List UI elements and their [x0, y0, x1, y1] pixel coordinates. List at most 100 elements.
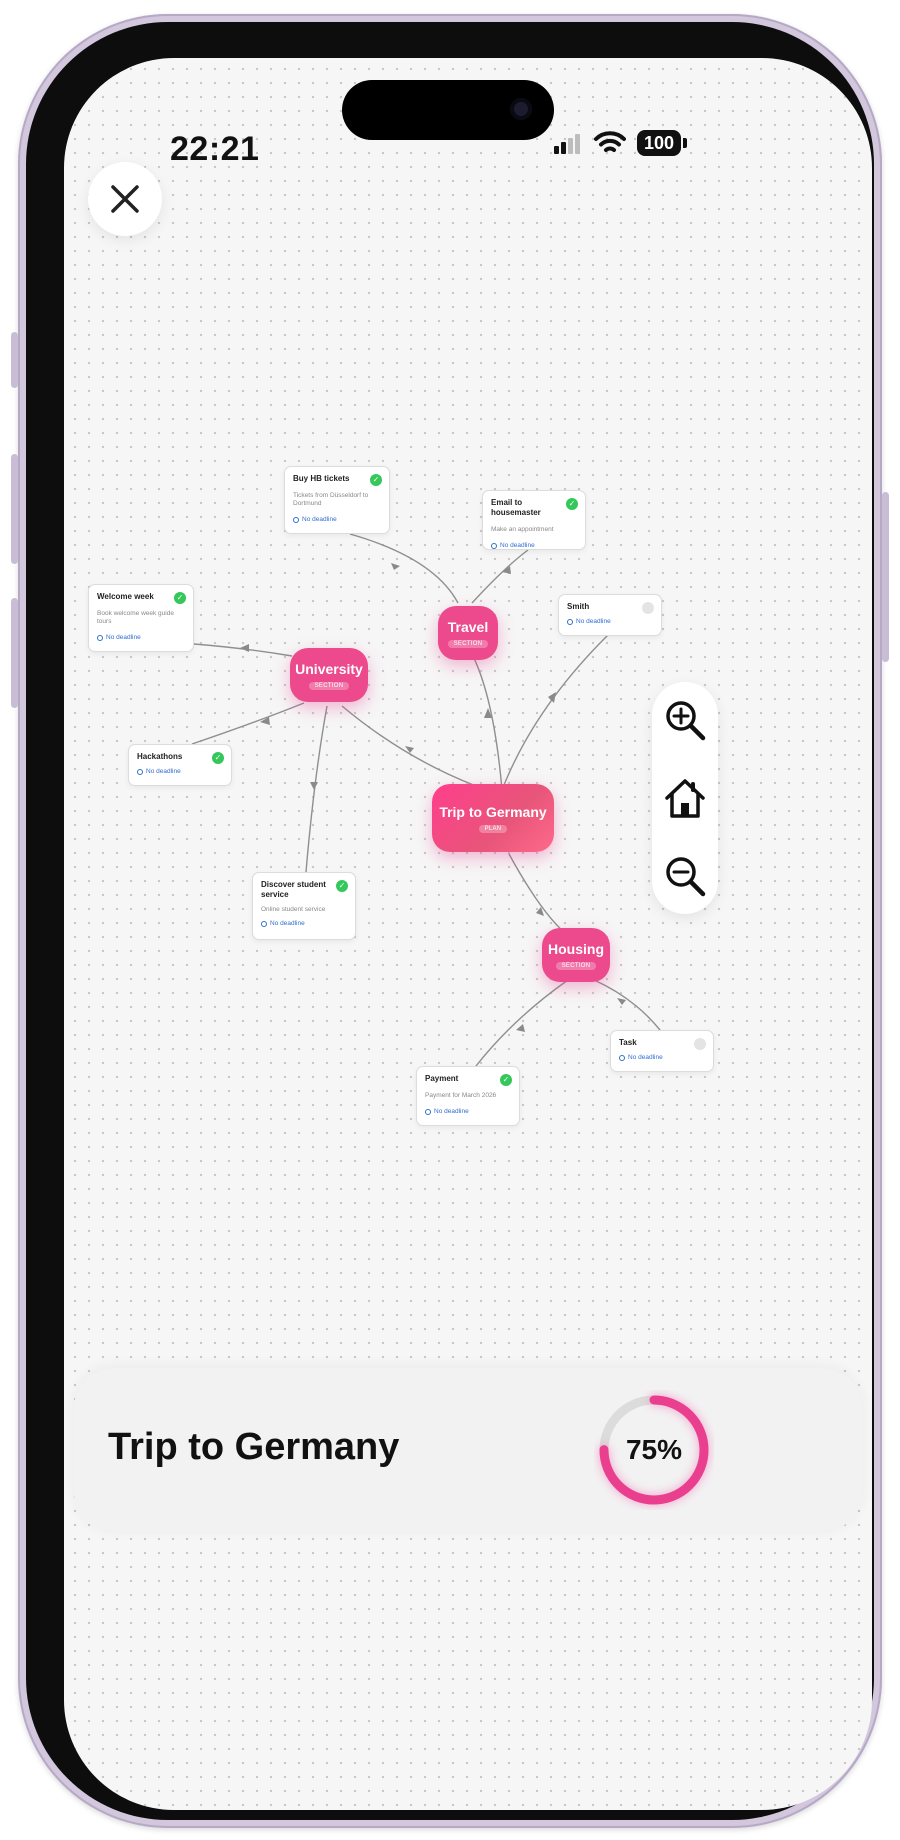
volume-up-button [11, 454, 18, 564]
task-deadline-text: No deadline [500, 542, 535, 549]
node-root[interactable]: Trip to Germany PLAN [432, 784, 554, 852]
node-root-tag: PLAN [478, 824, 508, 833]
progress-fill [599, 1395, 709, 1505]
task-title: Task [619, 1038, 637, 1047]
connection-lines [191, 533, 661, 1067]
edge-root-university [341, 705, 477, 787]
cellular-signal-icon [554, 134, 580, 154]
node-travel[interactable]: Travel SECTION [438, 606, 498, 660]
task-card-task[interactable]: Task No deadline [610, 1030, 714, 1072]
task-deadline: No deadline [293, 516, 381, 523]
edge-university-welcome [193, 643, 293, 657]
task-title: Smith [567, 602, 590, 611]
edge-university-student [305, 705, 328, 873]
map-title: Trip to Germany [108, 1426, 400, 1468]
arrow-head [502, 566, 511, 574]
arrow-head [240, 644, 249, 652]
home-icon [665, 779, 705, 818]
task-title: Welcome week [97, 592, 154, 601]
task-title: Payment [425, 1074, 459, 1083]
zoom-in-icon [666, 701, 706, 741]
task-title: Hackathons [137, 752, 183, 761]
arrow-head [260, 717, 270, 725]
clock-icon [425, 1108, 431, 1115]
pending-status-icon[interactable] [694, 1038, 706, 1050]
task-deadline-text: No deadline [576, 618, 611, 625]
node-travel-tag: SECTION [447, 639, 489, 648]
wifi-icon [594, 131, 626, 152]
status-time: 22:21 [170, 130, 260, 168]
bottom-summary-bar: Trip to Germany 75% [74, 1368, 862, 1532]
arrow-head [516, 1024, 525, 1032]
check-icon[interactable]: ✓ [336, 880, 348, 892]
phone-frame: 22:21 100 [11, 14, 889, 1828]
edge-housing-payment [475, 979, 569, 1067]
task-card-payment[interactable]: Payment Payment for March 2026 No deadli… [416, 1066, 520, 1126]
zoom-out-button[interactable] [661, 852, 709, 900]
task-card-email-housemaster[interactable]: Email to housemaster Make an appointment… [482, 490, 586, 550]
action-button [11, 332, 18, 388]
edge-root-smith [501, 633, 610, 791]
node-university[interactable]: University SECTION [290, 648, 368, 702]
pending-status-icon[interactable] [642, 602, 654, 614]
progress-percent: 75% [625, 1434, 683, 1465]
task-deadline: No deadline [97, 634, 185, 641]
arrow-head [405, 746, 414, 753]
task-deadline: No deadline [567, 618, 653, 625]
check-icon[interactable]: ✓ [174, 592, 186, 604]
check-icon[interactable]: ✓ [212, 752, 224, 764]
task-deadline: No deadline [619, 1054, 705, 1061]
close-button[interactable] [88, 162, 162, 236]
clock-icon [619, 1054, 625, 1061]
edge-travel-email [471, 549, 529, 604]
task-description: Payment for March 2026 [425, 1092, 497, 1099]
arrow-head [617, 998, 626, 1005]
power-button [882, 492, 889, 662]
task-title: Buy HB tickets [293, 474, 350, 483]
dynamic-island [342, 80, 554, 140]
task-deadline-text: No deadline [270, 920, 305, 927]
task-deadline: No deadline [425, 1108, 511, 1115]
task-deadline-text: No deadline [434, 1108, 469, 1115]
clock-icon [137, 768, 143, 775]
task-card-buy-hb-tickets[interactable]: Buy HB tickets Tickets from Düsseldorf t… [284, 466, 390, 534]
clock-icon [567, 618, 573, 625]
check-icon[interactable]: ✓ [500, 1074, 512, 1086]
clock-icon [491, 542, 497, 549]
task-card-welcome-week[interactable]: Welcome week Book welcome week guide tou… [88, 584, 194, 652]
task-card-smith[interactable]: Smith No deadline [558, 594, 662, 636]
edge-root-housing [508, 853, 572, 939]
check-icon[interactable]: ✓ [370, 474, 382, 486]
arrow-head [548, 692, 556, 703]
edge-university-hackathons [191, 702, 305, 745]
check-icon[interactable]: ✓ [566, 498, 578, 510]
task-deadline-text: No deadline [628, 1054, 663, 1061]
mind-map-canvas[interactable]: 22:21 100 [64, 58, 872, 1810]
zoom-out-icon [666, 857, 706, 897]
battery-indicator: 100 [637, 130, 681, 156]
task-deadline: No deadline [261, 920, 347, 927]
task-deadline: No deadline [491, 542, 577, 549]
close-icon [111, 185, 139, 213]
node-housing-tag: SECTION [555, 961, 597, 970]
edge-root-travel [471, 653, 503, 791]
zoom-in-button[interactable] [661, 696, 709, 744]
task-description: Online student service [261, 906, 326, 913]
progress-ring [599, 1395, 709, 1505]
home-button[interactable] [661, 774, 709, 822]
node-university-label: University [295, 660, 363, 677]
task-card-hackathons[interactable]: Hackathons No deadline ✓ [128, 744, 232, 786]
node-housing[interactable]: Housing SECTION [542, 928, 610, 982]
zoom-controls [652, 682, 718, 914]
node-university-tag: SECTION [308, 681, 350, 690]
task-deadline: No deadline [137, 768, 223, 775]
clock-icon [261, 920, 267, 927]
clock-icon [97, 634, 103, 641]
camera-icon [510, 98, 532, 120]
edge-travel-buy [349, 533, 459, 604]
volume-down-button [11, 598, 18, 708]
task-card-student-service[interactable]: Discover student service Online student … [252, 872, 356, 940]
task-title: Email to housemaster [491, 498, 541, 517]
arrow-head [484, 708, 492, 718]
task-deadline-text: No deadline [302, 516, 337, 523]
